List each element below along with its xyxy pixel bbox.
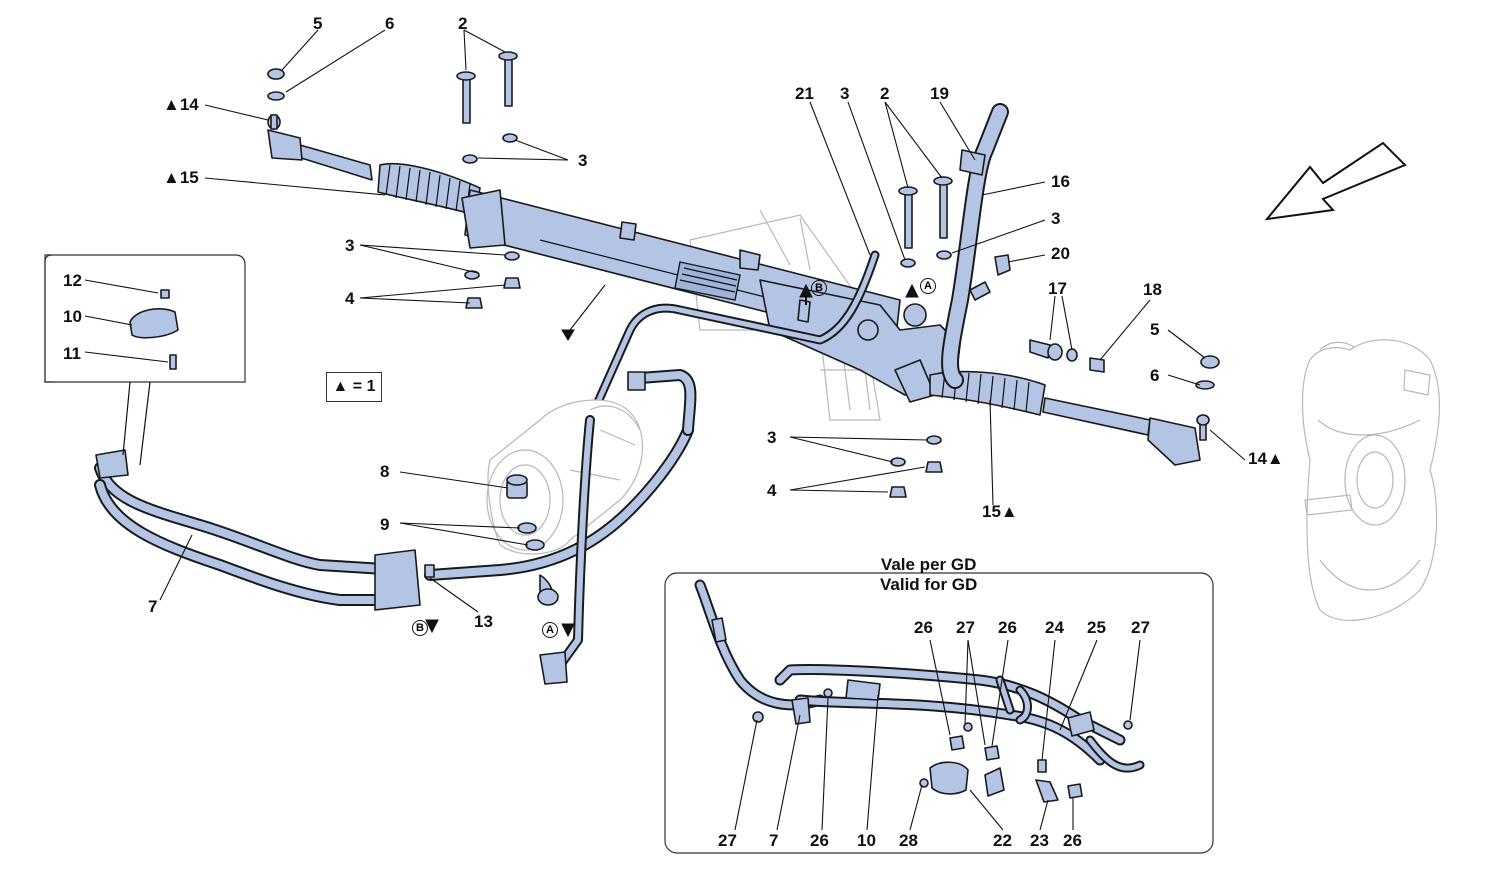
callout-label: 7 <box>769 831 779 850</box>
callout-label: 6 <box>385 14 395 33</box>
callout-label: 26 <box>998 618 1017 637</box>
callout-label: 4 <box>345 289 355 308</box>
callout-label: 18 <box>1143 280 1162 299</box>
callout-label: 15▲ <box>982 502 1018 521</box>
callout-label: 24 <box>1045 618 1064 637</box>
inset-gd-box <box>664 572 1214 854</box>
flow-arrows <box>425 283 919 638</box>
pressure-pipe-16 <box>941 103 1009 389</box>
fasteners <box>267 51 1220 498</box>
marker-b-bottom: B <box>412 620 428 636</box>
marker-a-top: A <box>920 278 936 294</box>
callout-label: 3 <box>578 151 588 170</box>
callout-label: 19 <box>930 84 949 103</box>
callout-label: 14▲ <box>1248 449 1284 468</box>
callout-label: 17 <box>1048 279 1067 298</box>
callout-label: 5 <box>1150 320 1160 339</box>
callout-label: 8 <box>380 462 390 481</box>
callout-label: 23 <box>1030 831 1049 850</box>
direction-arrow <box>1264 141 1407 221</box>
callout-label: 3 <box>840 84 850 103</box>
inset-heading-line1: Vale per GD <box>880 555 977 574</box>
callout-label: ▲14 <box>163 95 199 114</box>
steering-pump <box>486 399 644 555</box>
callout-label: 26 <box>1063 831 1082 850</box>
steering-knuckle-ghost <box>1301 339 1441 621</box>
callout-label: 28 <box>899 831 918 850</box>
callout-label: 3 <box>345 236 355 255</box>
callout-label: 20 <box>1051 244 1070 263</box>
callout-label: 4 <box>767 481 777 500</box>
marker-b-top: B <box>811 280 827 296</box>
callout-label: 2 <box>458 14 468 33</box>
callout-label: 9 <box>380 515 390 534</box>
callout-label: 26 <box>914 618 933 637</box>
inset-clamp-box <box>44 254 246 466</box>
callout-label: 25 <box>1087 618 1106 637</box>
hose-7 <box>94 369 697 685</box>
inset-heading: Vale per GD Valid for GD <box>880 555 977 594</box>
inset-heading-line2: Valid for GD <box>880 574 978 594</box>
callout-label: 27 <box>718 831 737 850</box>
steering-rack <box>267 114 1210 466</box>
callout-label: 3 <box>1051 209 1061 228</box>
callout-label: ▲15 <box>163 168 199 187</box>
callout-label: 5 <box>313 14 323 33</box>
callout-label: 27 <box>1131 618 1150 637</box>
legend-box: ▲ = 1 <box>326 372 382 402</box>
return-pipe-21 <box>585 250 880 425</box>
callout-label: 12 <box>63 271 82 290</box>
callout-label: 10 <box>63 307 82 326</box>
callout-label: 6 <box>1150 366 1160 385</box>
callout-label: 10 <box>857 831 876 850</box>
callout-label: 2 <box>880 84 890 103</box>
callout-label: 3 <box>767 428 777 447</box>
callout-label: 21 <box>795 84 814 103</box>
leader-lines <box>84 29 1246 831</box>
marker-a-bottom: A <box>542 622 558 638</box>
legend-text: ▲ = 1 <box>332 378 376 395</box>
callout-label: 11 <box>63 344 81 363</box>
callout-label: 13 <box>474 612 493 631</box>
callout-label: 22 <box>993 831 1012 850</box>
callout-label: 27 <box>956 618 975 637</box>
callout-label: 26 <box>810 831 829 850</box>
callout-label: 16 <box>1051 172 1070 191</box>
callout-label: 7 <box>148 597 158 616</box>
